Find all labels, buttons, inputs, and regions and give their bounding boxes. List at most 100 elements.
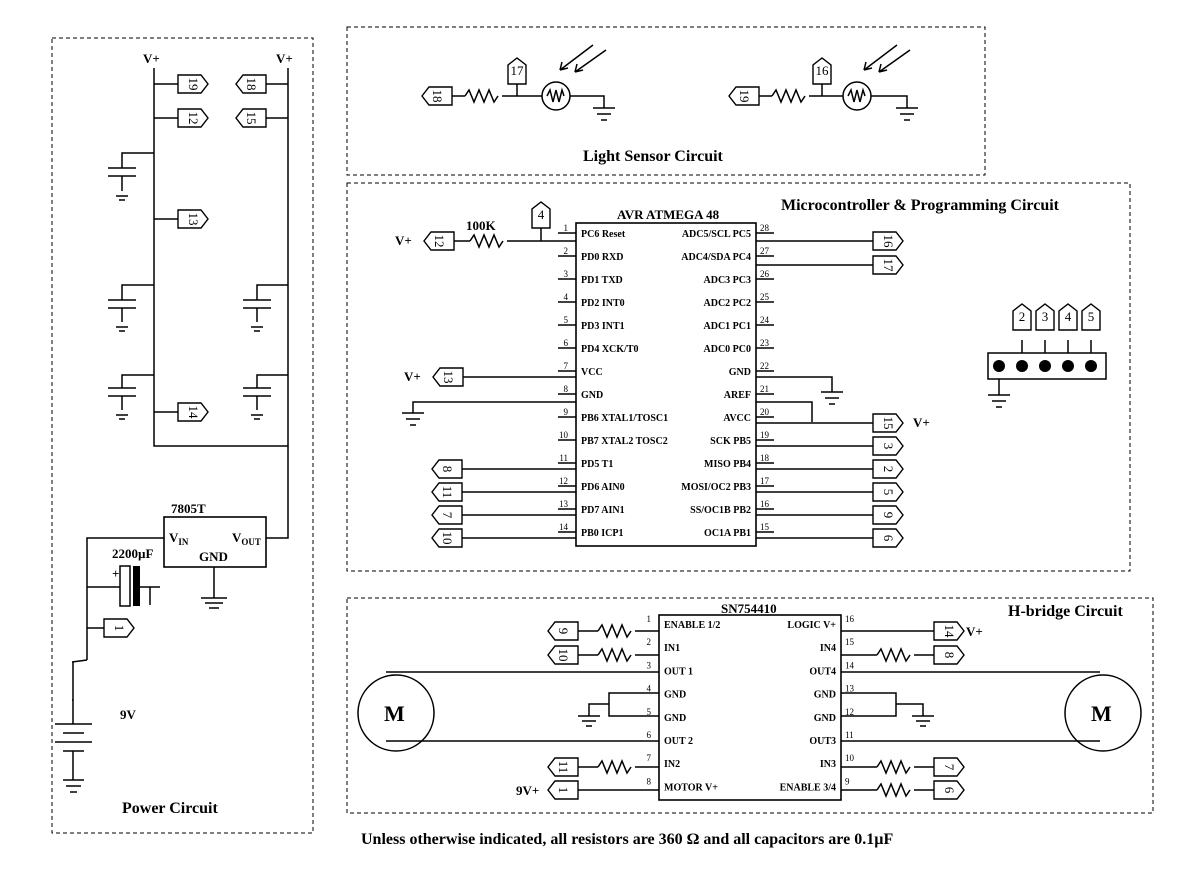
- vout-label: VOUT: [232, 530, 261, 547]
- tag-13: 13: [177, 209, 209, 229]
- tag-mcu-left-1-text: 11: [440, 486, 455, 499]
- light-section-frame: [346, 26, 986, 176]
- mcu-right-pin-number: 28: [760, 223, 770, 233]
- footer-note: Unless otherwise indicated, all resistor…: [361, 831, 893, 848]
- electrolytic-cap-value: 2200µF: [112, 546, 153, 561]
- mcu-right-pin-label: ADC4/SDA PC4: [681, 252, 751, 263]
- hbridge-chip-name: SN754410: [721, 601, 777, 616]
- mcu-left-pin-label: PD3 INT1: [581, 321, 625, 332]
- hbridge-left-pin-number: 3: [647, 660, 652, 670]
- mcu-right-pin-label: ADC0 PC0: [704, 344, 752, 355]
- vplus-right-label: V+: [276, 51, 293, 66]
- mcu-chip-name: AVR ATMEGA 48: [617, 207, 720, 222]
- tag-14-text: 14: [186, 406, 201, 420]
- power-circuit: V+ V+ 7805T VIN VOUT GND 2200µF + 9V: [55, 51, 293, 793]
- mcu-title: Microcontroller & Programming Circuit: [781, 197, 1060, 214]
- tag-12-mcu-text: 12: [432, 235, 447, 248]
- tag-hb-left-0-text: 9: [556, 628, 571, 635]
- mcu-right-pin-number: 17: [760, 476, 770, 486]
- mcu-right-pin-number: 21: [760, 384, 769, 394]
- mcu-right-pin-label: AREF: [724, 390, 751, 401]
- tag-hb-right-0-text: 14: [942, 625, 957, 639]
- mcu-left-pin-label: PD4 XCK/T0: [581, 344, 639, 355]
- mcu-right-pin-number: 24: [760, 315, 770, 325]
- power-section-frame: [51, 37, 314, 834]
- mcu-left-pin-number: 10: [559, 430, 569, 440]
- tag-hb-left-1-text: 10: [556, 649, 571, 662]
- tag-mcu-r-1: 3: [872, 436, 904, 456]
- hbridge-right-pin-label: OUT3: [809, 736, 836, 747]
- hbridge-right-pin-label: LOGIC V+: [787, 620, 836, 631]
- hbridge-left-pin-label: GND: [664, 713, 686, 724]
- hbridge-right-pin-number: 14: [845, 660, 855, 670]
- mcu-right-pin-label: ADC2 PC2: [704, 298, 752, 309]
- hbridge-left-pin-number: 6: [647, 730, 652, 740]
- mcu-left-pin-label: PB7 XTAL2 TOSC2: [581, 436, 668, 447]
- tag-mcu-rt-1-text: 17: [881, 259, 896, 273]
- tag-mcu-r-4: 9: [872, 505, 904, 525]
- tag-mcu-left-2-text: 7: [440, 512, 455, 519]
- hbridge-left-pin-number: 4: [647, 684, 652, 694]
- tag-14: 14: [177, 402, 209, 422]
- tag-4-reset-text: 4: [538, 207, 545, 222]
- mcu-left-pin-number: 13: [559, 499, 569, 509]
- tag-16-light: 16: [812, 57, 832, 85]
- tag-mcu-left-3: 10: [431, 528, 463, 548]
- mcu-left-pin-number: 2: [564, 246, 569, 256]
- mcu-right-pin-number: 15: [760, 522, 770, 532]
- mcu-right-pin-number: 19: [760, 430, 770, 440]
- tag-header-1: 3: [1035, 303, 1055, 331]
- tag-mcu-r-4-text: 9: [881, 512, 896, 519]
- mcu-vplus-vcc: V+: [404, 369, 421, 384]
- tag-hb-right-1-text: 8: [942, 652, 957, 659]
- mcu-right-pin-number: 26: [760, 269, 770, 279]
- motor-right-label: M: [1091, 701, 1112, 726]
- light-sensor-circuit: [452, 44, 918, 121]
- mcu-right-pin-label: SCK PB5: [710, 436, 751, 447]
- tag-mcu-r-5: 6: [872, 528, 904, 548]
- tag-16-light-text: 16: [816, 63, 830, 78]
- tag-mcu-left-2: 7: [431, 505, 463, 525]
- hbridge-left-pin-label: ENABLE 1/2: [664, 620, 720, 631]
- tag-19: 19: [177, 74, 209, 94]
- tag-mcu-r-1-text: 3: [881, 443, 896, 450]
- tag-13-mcu-text: 13: [441, 371, 456, 384]
- mcu-right-pin-label: AVCC: [723, 413, 751, 424]
- mcu-vplus-right: V+: [913, 415, 930, 430]
- mcu-vplus-reset: V+: [395, 233, 412, 248]
- hbridge-section-frame: [346, 597, 1154, 814]
- tag-mcu-r-3: 5: [872, 482, 904, 502]
- tag-mcu-r-2-text: 2: [881, 466, 896, 473]
- tag-1-text: 1: [112, 625, 127, 632]
- hbridge-right-pin-label: ENABLE 3/4: [780, 782, 836, 793]
- tag-hb-left-1: 10: [547, 645, 579, 665]
- hbridge-left-pin-label: MOTOR V+: [664, 782, 718, 793]
- tag-12: 12: [177, 108, 209, 128]
- hbridge-right-pin-label: OUT4: [809, 666, 836, 677]
- tag-12-mcu: 12: [423, 231, 455, 251]
- photoresistor-1: [541, 81, 571, 111]
- hbridge-right-pin-number: 9: [845, 776, 850, 786]
- sn754410-chip: [658, 614, 842, 801]
- tag-header-2-text: 4: [1065, 309, 1072, 324]
- mcu-right-pin-number: 20: [760, 407, 770, 417]
- hbridge-right-pin-label: IN3: [820, 759, 836, 770]
- regulator-part-label: 7805T: [171, 501, 206, 516]
- hbridge-left-pin-number: 8: [647, 776, 652, 786]
- tag-12-text: 12: [186, 112, 201, 125]
- nine-volt-plus-label: 9V+: [516, 783, 539, 798]
- resistor-100k-label: 100K: [466, 218, 497, 233]
- mcu-left-pin-label: PC6 Reset: [581, 229, 626, 240]
- mcu-right-pin-label: ADC5/SCL PC5: [682, 229, 751, 240]
- mcu-left-pin-label: PB0 ICP1: [581, 528, 624, 539]
- avr-atmega48-chip: [575, 222, 757, 547]
- tag-mcu-rt-0: 16: [872, 231, 904, 251]
- mcu-right-pin-number: 16: [760, 499, 770, 509]
- mcu-left-pin-number: 6: [564, 338, 569, 348]
- mcu-right-pin-number: 22: [760, 361, 769, 371]
- hbridge-left-pin-label: IN1: [664, 643, 680, 654]
- hbridge-right-pin-number: 11: [845, 730, 854, 740]
